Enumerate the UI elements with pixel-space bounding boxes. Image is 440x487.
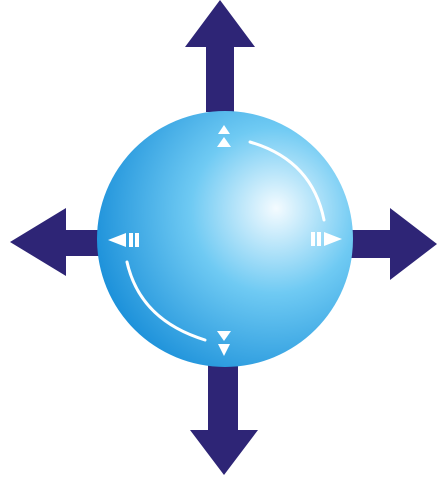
arrow-left-icon[interactable] bbox=[10, 208, 100, 276]
arrow-down-icon[interactable] bbox=[190, 365, 258, 475]
arrow-up-icon[interactable] bbox=[185, 0, 255, 112]
arrow-right-icon[interactable] bbox=[348, 208, 437, 280]
